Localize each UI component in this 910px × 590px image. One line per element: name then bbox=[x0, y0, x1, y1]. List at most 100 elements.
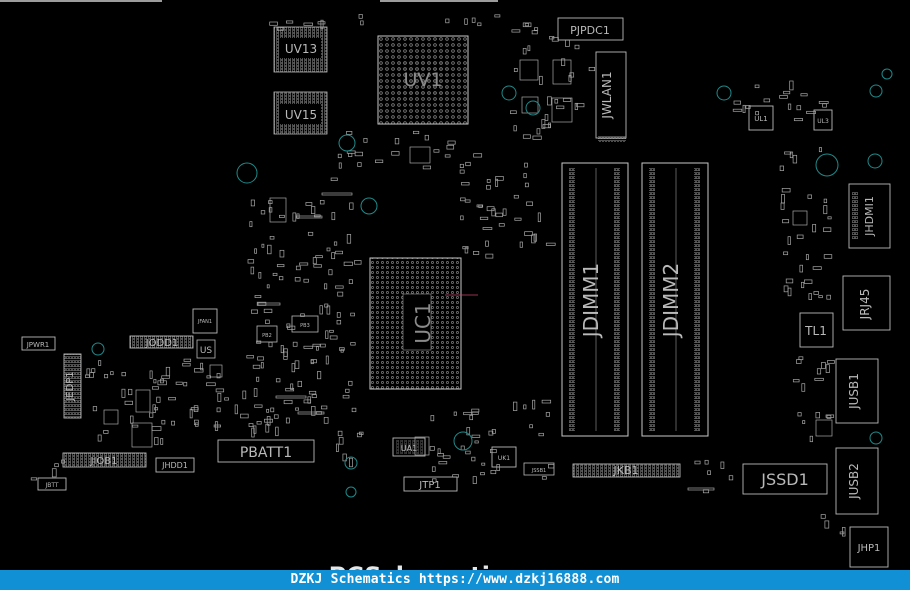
connector-pjpdc1[interactable]: PJPDC1 bbox=[557, 17, 624, 41]
passive-part bbox=[316, 346, 319, 351]
chip-ul1[interactable]: UL1 bbox=[748, 105, 774, 131]
passive-part bbox=[270, 407, 275, 413]
passive-part bbox=[813, 291, 819, 295]
connector-jkb1[interactable]: JKB1 bbox=[572, 463, 681, 478]
chip-uk1[interactable]: UK1 bbox=[491, 446, 517, 468]
passive-part bbox=[562, 98, 572, 102]
passive-part bbox=[242, 390, 247, 400]
label-jrj45: JRJ45 bbox=[858, 289, 872, 321]
connector-jodd1[interactable]: JODD1 bbox=[129, 335, 194, 349]
chip-uc1[interactable]: UC1 bbox=[369, 257, 478, 390]
passive-part bbox=[254, 248, 257, 254]
chip-ua1[interactable]: UA1 bbox=[392, 437, 426, 457]
connector-jwlan1[interactable]: JWLAN1 bbox=[595, 51, 627, 142]
connector-jedp1[interactable]: JEDP1 bbox=[63, 353, 82, 419]
connector-jiob1[interactable]: JIOB1 bbox=[62, 452, 147, 468]
connector-jpwr1[interactable]: JPWR1 bbox=[21, 336, 56, 351]
connector-jfan1[interactable]: JFAN1 bbox=[192, 308, 218, 334]
label-jpwr1: JPWR1 bbox=[26, 341, 50, 349]
passive-part bbox=[321, 405, 328, 410]
component-outline bbox=[687, 487, 715, 491]
slot-jdimm1[interactable]: JDIMM1 bbox=[561, 162, 629, 437]
label-jssd1: JSSD1 bbox=[760, 470, 809, 489]
passive-part bbox=[328, 269, 333, 276]
passive-part bbox=[279, 249, 285, 258]
component-outline bbox=[519, 59, 539, 81]
passive-part bbox=[732, 108, 743, 112]
passive-part bbox=[256, 301, 267, 306]
passive-part bbox=[193, 405, 199, 412]
passive-part bbox=[720, 461, 725, 469]
passive-part bbox=[319, 200, 325, 205]
passive-part bbox=[330, 177, 338, 181]
passive-part bbox=[154, 407, 159, 411]
passive-part bbox=[342, 394, 350, 399]
passive-part bbox=[445, 18, 450, 24]
passive-part bbox=[326, 305, 331, 315]
connector-jusb1[interactable]: JUSB1 bbox=[835, 358, 879, 424]
connector-pbatt1[interactable]: PBATT1 bbox=[217, 439, 315, 463]
passive-part bbox=[433, 149, 440, 153]
connector-jhp1[interactable]: JHP1 bbox=[849, 526, 889, 568]
passive-part bbox=[391, 151, 400, 156]
passive-part bbox=[342, 453, 347, 462]
chip-us[interactable]: US bbox=[196, 339, 216, 359]
passive-part bbox=[825, 364, 830, 373]
label-uv15: UV15 bbox=[285, 108, 317, 122]
passive-part bbox=[763, 98, 771, 103]
passive-part bbox=[256, 340, 262, 344]
passive-part bbox=[194, 419, 199, 426]
passive-part bbox=[338, 437, 344, 445]
label-jwlan1: JWLAN1 bbox=[600, 71, 614, 119]
watermark-text: DZKJ Schematics https://www.dzkj16888.co… bbox=[290, 572, 620, 587]
connector-jbtt[interactable]: JBTT bbox=[37, 477, 67, 491]
passive-part bbox=[446, 144, 455, 150]
connector-jssb1[interactable]: JSSB1 bbox=[523, 462, 555, 476]
passive-part bbox=[97, 434, 102, 442]
chip-uv15[interactable]: UV15 bbox=[273, 91, 328, 135]
slot-jdimm2[interactable]: JDIMM2 bbox=[641, 162, 709, 437]
label-jhdd1: JHDD1 bbox=[161, 461, 188, 470]
component-outline bbox=[551, 97, 573, 123]
passive-part bbox=[258, 272, 262, 279]
passive-part bbox=[360, 20, 364, 26]
chip-uv1[interactable]: UV1 bbox=[377, 35, 469, 125]
connector-jhdd1[interactable]: JHDD1 bbox=[155, 457, 195, 473]
passive-part bbox=[490, 470, 497, 475]
chip-ul3[interactable]: UL3 bbox=[813, 109, 833, 131]
passive-part bbox=[30, 477, 37, 481]
passive-part bbox=[331, 252, 336, 260]
connector-jssd1[interactable]: JSSD1 bbox=[742, 463, 828, 495]
passive-part bbox=[171, 420, 175, 426]
transformer-tl1[interactable]: TL1 bbox=[799, 312, 834, 348]
passive-part bbox=[250, 199, 255, 207]
passive-part bbox=[260, 210, 266, 215]
chip-pb2[interactable]: PB2 bbox=[256, 325, 278, 343]
passive-part bbox=[808, 293, 812, 300]
passive-part bbox=[793, 118, 803, 122]
component-outline bbox=[552, 59, 572, 85]
passive-part bbox=[359, 431, 364, 435]
passive-part bbox=[54, 463, 59, 468]
label-jssb1: JSSB1 bbox=[531, 468, 546, 474]
passive-part bbox=[329, 335, 338, 340]
passive-part bbox=[152, 386, 159, 390]
connector-jhdmi1[interactable]: JHDMI1 bbox=[848, 183, 891, 249]
passive-part bbox=[340, 348, 344, 353]
passive-part bbox=[527, 45, 531, 52]
connector-jrj45[interactable]: JRJ45 bbox=[842, 275, 891, 331]
chip-uv13[interactable]: UV13 bbox=[273, 26, 328, 73]
passive-part bbox=[459, 163, 464, 168]
passive-part bbox=[349, 457, 353, 468]
passive-part bbox=[823, 205, 828, 215]
connector-jtp1[interactable]: JTP1 bbox=[403, 476, 458, 492]
component-outline bbox=[792, 210, 808, 226]
passive-part bbox=[474, 440, 479, 444]
passive-part bbox=[785, 278, 794, 284]
passive-part bbox=[532, 135, 542, 140]
passive-part bbox=[182, 362, 191, 367]
chip-pb3[interactable]: PB3 bbox=[291, 315, 319, 333]
connector-jusb2[interactable]: JUSB2 bbox=[835, 447, 879, 515]
passive-part bbox=[317, 21, 326, 25]
passive-part bbox=[779, 165, 784, 171]
